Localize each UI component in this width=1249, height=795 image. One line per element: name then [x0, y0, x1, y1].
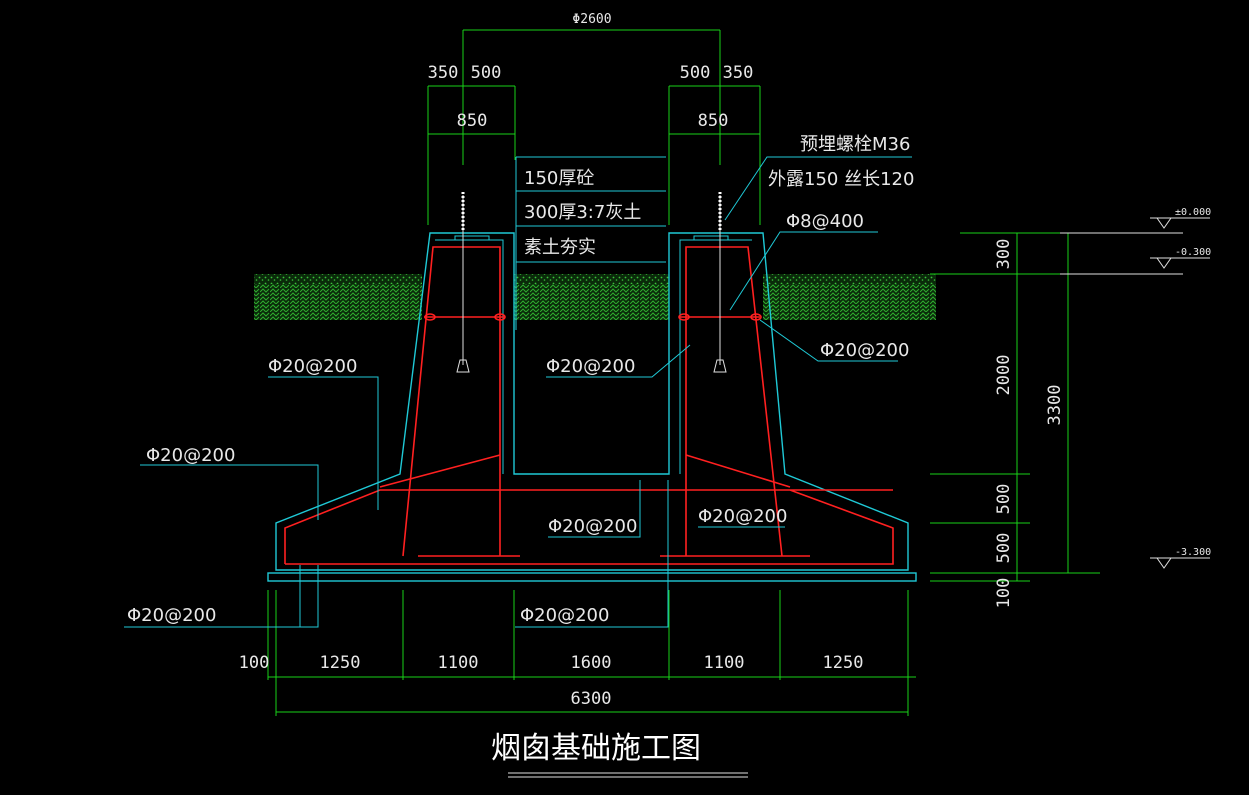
dim-total-6300: 6300 — [571, 689, 612, 709]
rebar-label-right-middle: Φ20@200 — [698, 506, 787, 527]
dim-right-500: 500 — [680, 63, 711, 83]
dim-500-upper: 500 — [994, 484, 1014, 515]
layer-concrete: 150厚砼 — [524, 168, 594, 189]
drawing-title: 烟囱基础施工图 — [491, 731, 701, 766]
dim-right-350: 350 — [723, 63, 754, 83]
dim-100-right: 100 — [994, 578, 1014, 609]
elevation-top: ±0.000 — [1175, 207, 1211, 218]
dim-2000: 2000 — [994, 355, 1014, 396]
dim-1250-right: 1250 — [823, 653, 864, 673]
dim-left-850: 850 — [457, 111, 488, 131]
dim-1600: 1600 — [571, 653, 612, 673]
dim-left-500: 500 — [471, 63, 502, 83]
bolt-length-label: 外露150 丝长120 — [768, 169, 914, 190]
elevation-markers — [1060, 217, 1210, 569]
rebar-label-center-upper: Φ20@200 — [546, 356, 635, 377]
concrete-outline — [267, 156, 917, 582]
dim-left-350: 350 — [428, 63, 459, 83]
dim-right-850: 850 — [698, 111, 729, 131]
soil-hatch — [254, 274, 936, 320]
rebar — [284, 246, 894, 565]
leader-lines — [124, 156, 912, 628]
rebar-label-center-lower: Φ20@200 — [520, 605, 609, 626]
dim-300: 300 — [994, 239, 1014, 270]
rebar-label-right-upper: Φ20@200 — [820, 340, 909, 361]
bolt-label: 预埋螺栓M36 — [800, 134, 910, 155]
dim-3300: 3300 — [1045, 385, 1065, 426]
dim-500-lower: 500 — [994, 533, 1014, 564]
rebar-label-middle-left: Φ20@200 — [146, 445, 235, 466]
dim-100-bottom: 100 — [239, 653, 270, 673]
layer-compacted-soil: 素土夯实 — [524, 237, 596, 258]
dim-1100-left: 1100 — [438, 653, 479, 673]
anchor-bolts — [424, 192, 762, 373]
dim-1250-left: 1250 — [320, 653, 361, 673]
elevation-bottom: -3.300 — [1175, 547, 1211, 558]
layer-lime-soil: 300厚3:7灰土 — [524, 202, 641, 223]
dimension-lines — [267, 29, 1100, 716]
elevation-grade: -0.300 — [1175, 247, 1211, 258]
rebar-label-lower-left: Φ20@200 — [127, 605, 216, 626]
rebar-label-upper-left: Φ20@200 — [268, 356, 357, 377]
dim-diameter: Φ2600 — [572, 12, 611, 27]
stirrup-label: Φ8@400 — [786, 211, 864, 232]
dim-1100-right: 1100 — [704, 653, 745, 673]
rebar-label-center-middle: Φ20@200 — [548, 516, 637, 537]
